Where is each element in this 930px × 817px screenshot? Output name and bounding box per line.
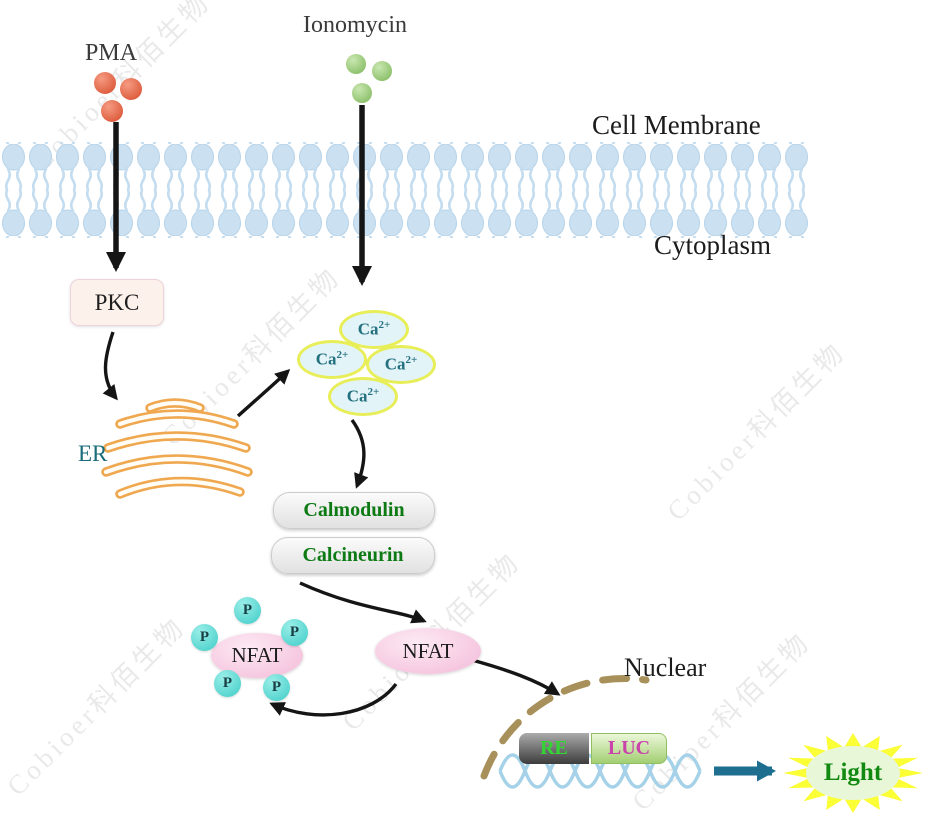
ca-ion: Ca2+	[328, 377, 398, 416]
pma-label: PMA	[85, 40, 138, 66]
light-burst	[783, 733, 923, 813]
pkc-node: PKC	[70, 279, 164, 326]
light-inner-glow	[806, 746, 900, 800]
pkc-to-er-arrow	[102, 331, 118, 401]
er-graphic	[101, 398, 253, 499]
phosphate-badge: P	[214, 670, 241, 697]
calcineurin-node: Calcineurin	[271, 537, 435, 574]
er-label: ER	[78, 441, 108, 466]
calmodulin-node: Calmodulin	[273, 492, 435, 529]
phosphate-badge: P	[281, 619, 308, 646]
cytoplasm-label: Cytoplasm	[654, 230, 772, 260]
nfat-to-nucleus-arrow	[471, 658, 561, 696]
ionomycin-label: Ionomycin	[303, 12, 407, 38]
re-box: RE	[519, 733, 589, 764]
calcineurin-to-nfat-arrow	[299, 581, 427, 624]
cell-membrane-label: Cell Membrane	[592, 110, 761, 140]
ca-ion: Ca2+	[366, 345, 436, 384]
nuclear-label: Nuclear	[624, 653, 707, 682]
ionomycin-dots	[346, 54, 392, 103]
phosphate-badge: P	[263, 674, 290, 701]
cell-membrane	[0, 142, 812, 238]
ca-ion: Ca2+	[297, 340, 367, 379]
nfat-recycle-arrow	[269, 682, 398, 717]
nuclear-envelope	[480, 674, 650, 780]
nfat-node: NFAT	[375, 628, 481, 674]
pkc-label: PKC	[94, 289, 140, 315]
ca-to-calmodulin-arrow	[350, 419, 369, 489]
luc-box: LUC	[591, 733, 667, 764]
er-to-ca-arrow	[236, 368, 291, 418]
pma-dots	[94, 72, 142, 122]
light-label: Light	[823, 759, 883, 786]
phosphate-badge: P	[234, 597, 261, 624]
phosphate-badge: P	[191, 624, 218, 651]
